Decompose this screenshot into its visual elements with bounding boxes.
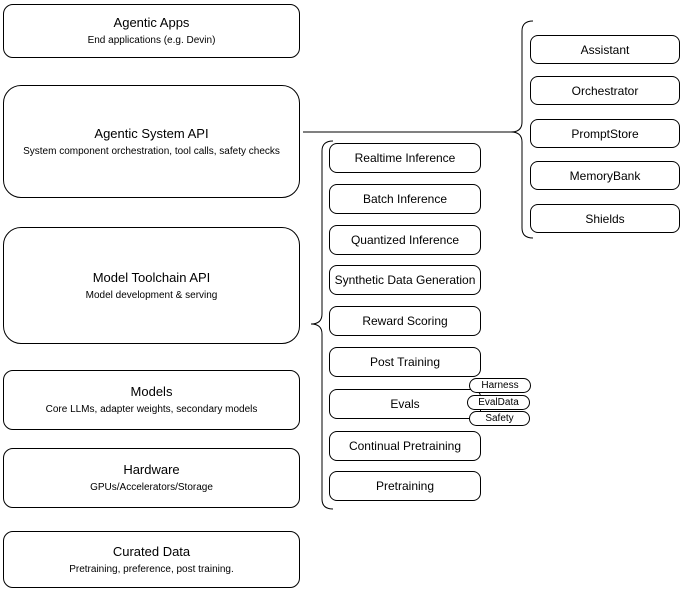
node-title: Hardware [123, 462, 180, 477]
eval-tag-label: EvalData [478, 397, 519, 408]
system-component-label: PromptStore [571, 126, 639, 141]
node-agentic-system-api: Agentic System API System component orch… [3, 85, 300, 198]
node-title: Model Toolchain API [92, 269, 211, 285]
system-component-assistant: Assistant [530, 35, 680, 64]
node-title: Models [130, 384, 173, 399]
system-component-label: Shields [585, 211, 625, 226]
toolchain-item-label: Post Training [369, 355, 441, 369]
toolchain-item-quantized-inference: Quantized Inference [329, 225, 481, 255]
toolchain-item-label: Synthetic Data Generation [334, 273, 476, 287]
node-hardware: Hardware GPUs/Accelerators/Storage [3, 448, 300, 508]
toolchain-item-evals: Evals [329, 389, 481, 419]
toolchain-item-label: Evals [390, 397, 420, 411]
node-model-toolchain-api: Model Toolchain API Model development & … [3, 227, 300, 344]
node-models: Models Core LLMs, adapter weights, secon… [3, 370, 300, 430]
eval-tag-label: Harness [481, 380, 519, 391]
system-component-label: MemoryBank [569, 168, 641, 183]
eval-tag-harness: Harness [469, 378, 531, 393]
toolchain-item-batch-inference: Batch Inference [329, 184, 481, 214]
toolchain-item-label: Batch Inference [362, 192, 448, 206]
system-component-orchestrator: Orchestrator [530, 76, 680, 105]
toolchain-item-label: Realtime Inference [354, 151, 456, 165]
node-subtitle: End applications (e.g. Devin) [87, 35, 216, 46]
node-agentic-apps: Agentic Apps End applications (e.g. Devi… [3, 4, 300, 58]
toolchain-item-label: Quantized Inference [350, 233, 460, 247]
node-subtitle: Pretraining, preference, post training. [69, 563, 234, 575]
toolchain-item-label: Pretraining [375, 479, 435, 493]
system-component-label: Orchestrator [571, 83, 639, 98]
eval-tag-evaldata: EvalData [467, 395, 530, 410]
node-subtitle: Core LLMs, adapter weights, secondary mo… [45, 404, 258, 415]
node-title: Agentic Apps [113, 15, 190, 30]
toolchain-item-realtime-inference: Realtime Inference [329, 143, 481, 173]
eval-tag-safety: Safety [469, 411, 530, 426]
eval-tag-label: Safety [485, 413, 514, 424]
system-component-label: Assistant [580, 42, 630, 57]
system-component-promptstore: PromptStore [530, 119, 680, 148]
toolchain-item-synthetic-data-generation: Synthetic Data Generation [329, 265, 481, 295]
node-curated-data: Curated Data Pretraining, preference, po… [3, 531, 300, 588]
system-component-memorybank: MemoryBank [530, 161, 680, 190]
system-component-shields: Shields [530, 204, 680, 233]
node-subtitle: System component orchestration, tool cal… [23, 145, 280, 157]
node-title: Curated Data [112, 543, 191, 559]
toolchain-item-pretraining: Pretraining [329, 471, 481, 501]
toolchain-item-label: Continual Pretraining [348, 439, 462, 453]
toolchain-item-reward-scoring: Reward Scoring [329, 306, 481, 336]
node-subtitle: GPUs/Accelerators/Storage [90, 482, 213, 493]
toolchain-item-continual-pretraining: Continual Pretraining [329, 431, 481, 461]
node-subtitle: Model development & serving [85, 289, 218, 301]
toolchain-item-post-training: Post Training [329, 347, 481, 377]
toolchain-item-label: Reward Scoring [362, 314, 448, 328]
node-title: Agentic System API [94, 125, 209, 141]
